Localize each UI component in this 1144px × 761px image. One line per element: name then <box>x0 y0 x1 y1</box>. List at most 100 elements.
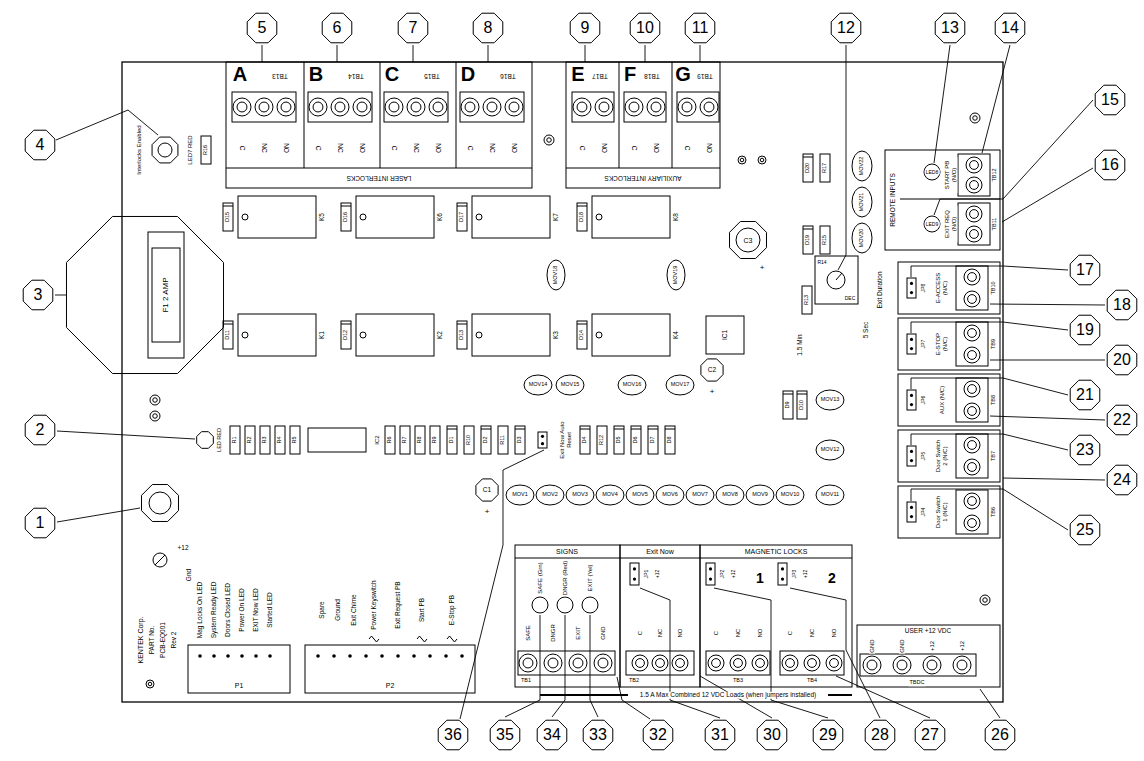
jumper <box>778 563 787 585</box>
header-pin <box>428 654 432 658</box>
board-label: R13 <box>804 294 810 306</box>
led-outline <box>532 597 548 613</box>
callout-bubble: 34 <box>535 718 569 752</box>
screw-head <box>734 659 743 668</box>
board-label: Exit Request PB <box>395 580 402 629</box>
screw-terminal <box>782 655 798 671</box>
screw-terminal <box>625 98 643 116</box>
input-group <box>898 318 1000 370</box>
board-label: D17 <box>459 211 465 223</box>
board-label: NO <box>601 142 608 154</box>
board-label: LASER INTERLOCKS <box>346 175 413 182</box>
board-label: EXIT Now LED <box>253 587 260 633</box>
output-group <box>857 625 1000 687</box>
callout-bubble: 35 <box>488 718 522 752</box>
board-label: P2 <box>385 682 396 689</box>
screw-head <box>968 519 977 528</box>
screw-terminal <box>483 98 501 116</box>
board-label: Gnd <box>186 568 193 582</box>
board-label: EXIT <box>575 625 581 640</box>
board-label: 2 <box>827 571 837 585</box>
screw-head <box>968 441 977 450</box>
callout-number: 28 <box>871 727 889 743</box>
leader-line <box>934 45 950 163</box>
callout-bubble: 4 <box>23 128 57 162</box>
resistor <box>230 426 240 454</box>
relay <box>356 196 434 238</box>
board-label: C1 <box>482 487 492 494</box>
note-rule <box>540 694 628 696</box>
header-pin <box>444 654 448 658</box>
board-label: MOV16 <box>622 382 643 388</box>
callout-bubble: 11 <box>683 11 717 45</box>
resistor <box>415 426 425 454</box>
board-label: AUX (N/C) <box>939 381 946 419</box>
header-pin <box>380 654 384 658</box>
led-outline <box>557 597 573 613</box>
screw-head <box>636 659 645 668</box>
callout-octagon <box>985 720 1015 750</box>
diode <box>341 203 351 231</box>
board-label: +12 <box>803 569 808 579</box>
group-divider <box>515 558 620 559</box>
callout-octagon <box>813 720 843 750</box>
board-label: TB6 <box>991 506 997 518</box>
board-label: K6 <box>437 212 444 222</box>
jumper-pin <box>541 435 544 438</box>
relay <box>356 314 434 356</box>
board-label: Interlocks Enabled <box>136 124 142 175</box>
terminal-block <box>384 92 448 122</box>
board-label: NO <box>283 142 290 154</box>
varistor <box>618 375 646 395</box>
diode <box>577 321 587 349</box>
group-divider <box>620 558 700 559</box>
board-label: IC1 <box>722 329 729 341</box>
switch-symbol <box>369 636 379 642</box>
varistor <box>746 485 774 505</box>
board-label: R3 <box>262 435 268 444</box>
header-pin <box>460 654 464 658</box>
switch-outline <box>142 485 179 522</box>
diode-band <box>803 229 813 230</box>
board-label: MOV22 <box>859 156 865 177</box>
board-label: D4 <box>582 435 588 444</box>
board-label: D9 <box>785 400 791 409</box>
screw-head <box>577 102 587 112</box>
board-label: EXIT REQ (N/O) <box>944 206 957 242</box>
board-label: C3 <box>743 237 754 244</box>
screw-terminal <box>678 98 696 116</box>
screw-terminal <box>700 98 718 116</box>
board-label: 5 Sec <box>863 321 870 340</box>
board-label: + <box>484 508 491 516</box>
board-label: R12 <box>599 434 605 446</box>
screw-terminal <box>277 98 295 116</box>
board-label: Mag Locks On LED <box>197 581 204 639</box>
screw-terminal <box>964 325 980 341</box>
callout-octagon <box>1095 85 1125 115</box>
board-label: TB10 <box>991 280 997 295</box>
relay-mark <box>476 332 482 338</box>
board-label: 1.5 A Max Combined 12 VDC Loads (when ju… <box>639 692 817 699</box>
diode-band <box>223 324 233 325</box>
board-label: TB19 <box>696 73 714 80</box>
terminal-block <box>956 378 988 422</box>
diode <box>797 391 807 419</box>
callout-number: 23 <box>1076 442 1094 458</box>
screw-terminal <box>964 459 980 475</box>
header-pin <box>254 654 258 658</box>
callout-number: 6 <box>333 20 342 36</box>
input-group <box>898 374 1000 426</box>
diode-band <box>447 429 457 430</box>
diode-band <box>580 429 590 430</box>
board-label: R2 <box>247 435 253 444</box>
screw-terminal <box>461 98 479 116</box>
callout-octagon <box>1070 315 1100 345</box>
diode <box>631 426 641 454</box>
jumper-pin <box>541 442 544 445</box>
leader-line <box>980 689 1000 718</box>
callout-bubble: 31 <box>703 718 737 752</box>
led-lens <box>158 143 172 157</box>
terminal-block <box>860 654 976 676</box>
jumper-pin <box>709 567 712 570</box>
callout-number: 19 <box>1076 322 1094 338</box>
